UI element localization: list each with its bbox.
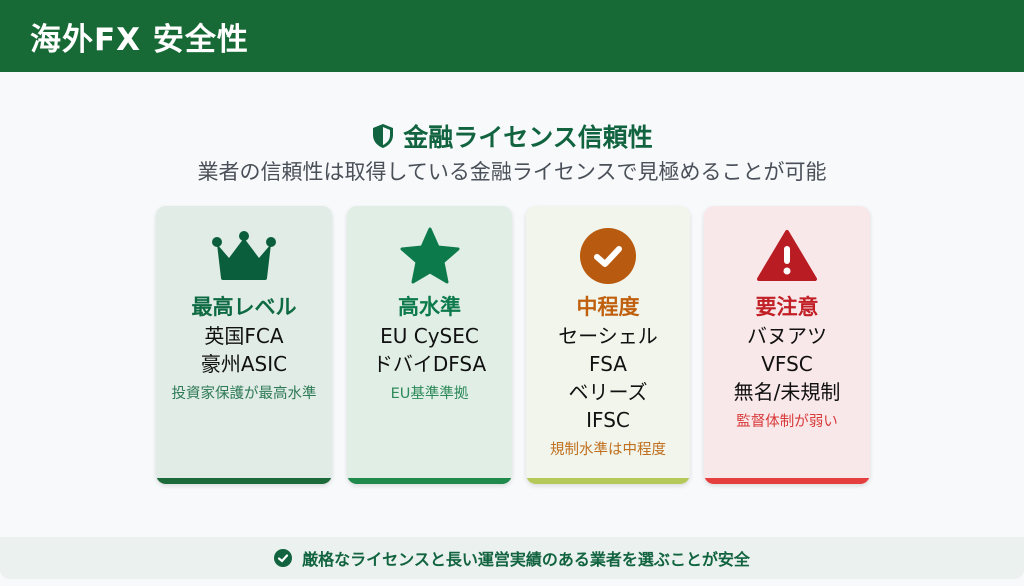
level-label: 中程度: [576, 295, 640, 319]
card-accent-bar: [156, 478, 332, 484]
card-accent-bar: [347, 478, 512, 484]
card-note: 監督体制が弱い: [736, 414, 838, 430]
warning-icon: [757, 230, 817, 281]
license: EU CySEC: [380, 324, 479, 348]
card-note: 規制水準は中程度: [550, 442, 666, 458]
license: VFSC: [761, 352, 813, 376]
shield-icon: [373, 124, 394, 148]
footer-text: 厳格なライセンスと長い運営実績のある業者を選ぶことが安全: [302, 550, 750, 569]
license: FSA: [589, 352, 627, 376]
check-circle-icon: [274, 549, 293, 567]
card-accent-bar: [704, 478, 870, 484]
card-note: 投資家保護が最高水準: [171, 386, 317, 402]
star-icon: [400, 227, 459, 284]
license: セーシェル: [558, 324, 658, 348]
level-label: 最高レベル: [191, 295, 297, 319]
header: 海外FX 安全性: [0, 0, 1024, 72]
check-circle-icon: [580, 228, 636, 284]
card-medium-level: 中程度 セーシェル FSA ベリーズ IFSC 規制水準は中程度: [526, 206, 690, 484]
license: ドバイDFSA: [372, 352, 487, 376]
license: 豪州ASIC: [200, 352, 288, 376]
section-title: 金融ライセンス信頼性: [0, 118, 1024, 154]
level-label: 要注意: [755, 295, 819, 319]
card-accent-bar: [526, 478, 690, 484]
license: IFSC: [586, 408, 630, 432]
crown-icon: [212, 231, 276, 280]
license: 英国FCA: [204, 324, 284, 348]
footer-banner: 厳格なライセンスと長い運営実績のある業者を選ぶことが安全: [0, 537, 1024, 579]
license: バヌアツ: [747, 324, 827, 348]
level-label: 高水準: [398, 295, 461, 319]
card-top-level: 最高レベル 英国FCA 豪州ASIC 投資家保護が最高水準: [156, 206, 332, 484]
card-high-level: 高水準 EU CySEC ドバイDFSA EU基準準拠: [347, 206, 512, 484]
card-note: EU基準準拠: [390, 386, 469, 402]
section-subtitle: 業者の信頼性は取得している金融ライセンスで見極めることが可能: [197, 160, 827, 184]
page-title: 海外FX 安全性: [30, 21, 249, 58]
section-title-text: 金融ライセンス信頼性: [403, 123, 653, 152]
license: ベリーズ: [568, 380, 648, 404]
card-caution-level: 要注意 バヌアツ VFSC 無名/未規制 監督体制が弱い: [704, 206, 870, 484]
license: 無名/未規制: [733, 380, 841, 404]
